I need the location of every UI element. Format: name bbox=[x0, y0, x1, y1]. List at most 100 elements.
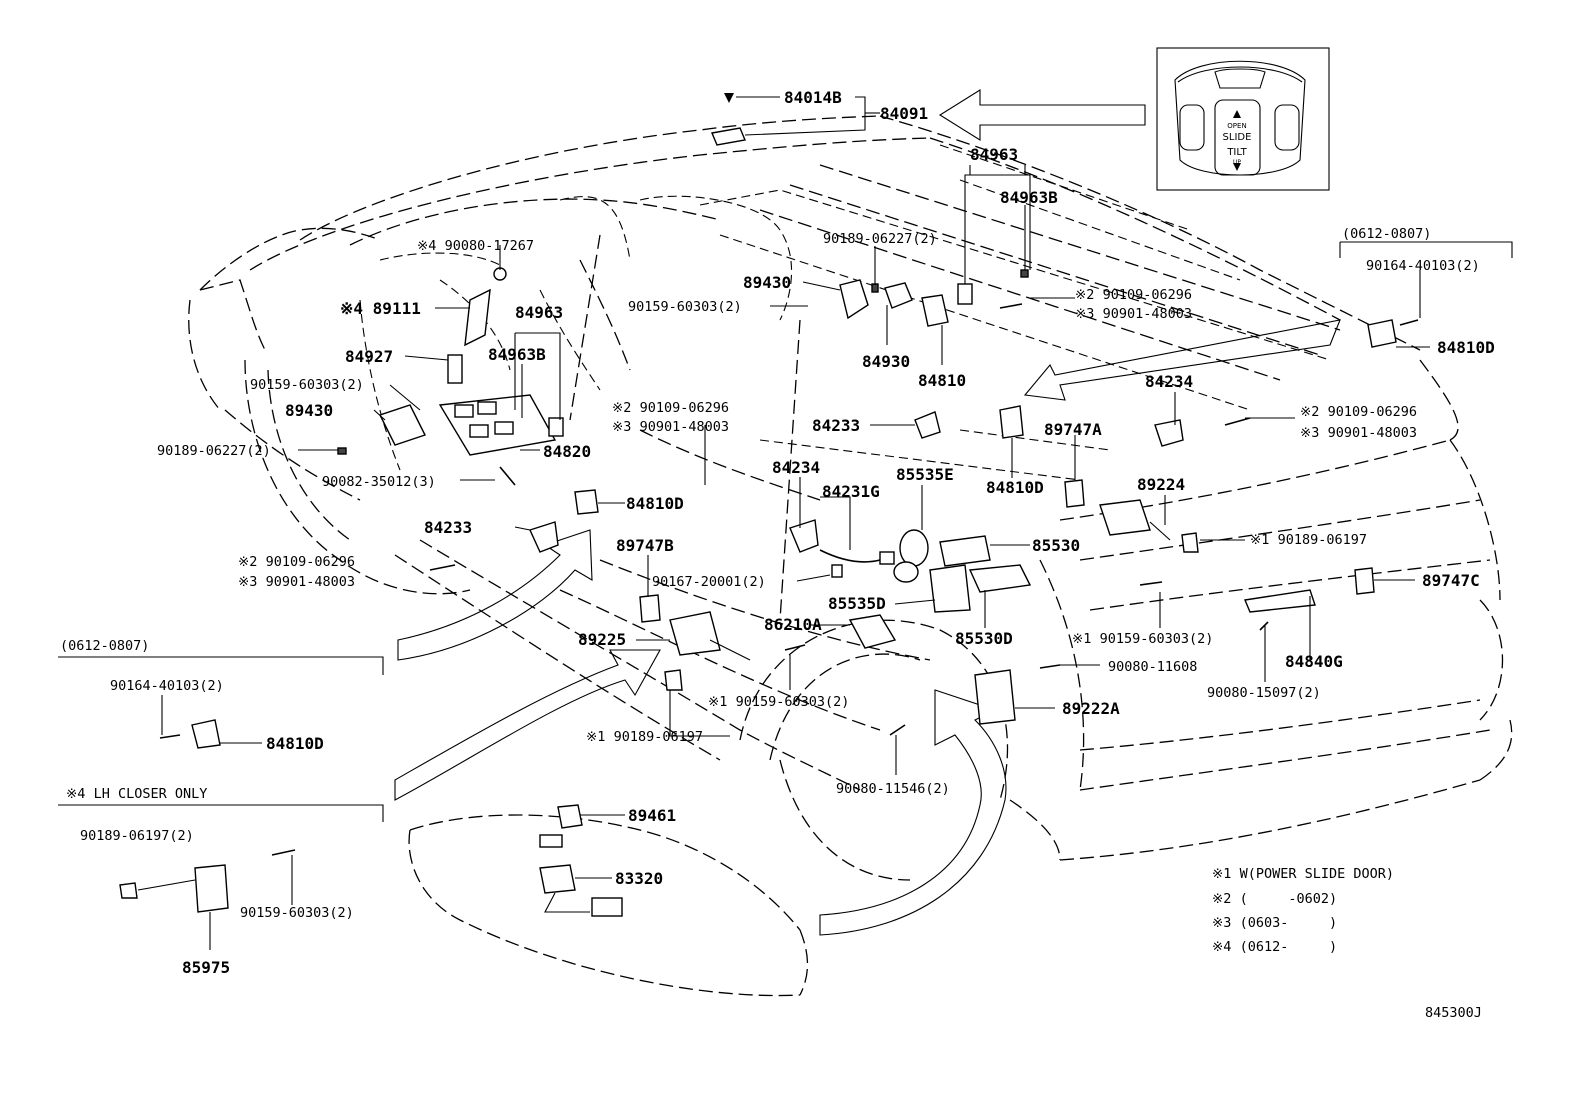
harness-84231G bbox=[819, 549, 881, 563]
switch-84810D-mid bbox=[999, 405, 1024, 439]
label-84810D-left: 84810D bbox=[626, 494, 684, 513]
label-s1-90189-06197-right: ※1 90189-06197 bbox=[1250, 532, 1367, 548]
vehicle-outline bbox=[188, 115, 1513, 997]
diagram-code: 845300J bbox=[1425, 1005, 1482, 1021]
sensor-89430-mid bbox=[839, 279, 869, 320]
switch-84963-part bbox=[957, 283, 973, 305]
label-84963B-left: 84963B bbox=[488, 345, 546, 364]
label-84963B-top: 84963B bbox=[1000, 188, 1058, 207]
connector-89747A bbox=[1064, 479, 1085, 508]
label-s3-90901-left: ※3 90901-48003 bbox=[612, 419, 729, 435]
bolt-90164-left bbox=[159, 734, 181, 739]
inset-open-label: OPEN bbox=[1227, 122, 1246, 130]
label-84810D-right: 84810D bbox=[1437, 338, 1495, 357]
label-s2-90109-top: ※2 90109-06296 bbox=[1075, 287, 1192, 303]
label-s3-90901-lower: ※3 90901-48003 bbox=[238, 574, 355, 590]
label-s2-90109-lower: ※2 90109-06296 bbox=[238, 554, 355, 570]
sensor-83320 bbox=[539, 864, 576, 894]
label-89747C: 89747C bbox=[1422, 571, 1480, 590]
label-90189-06227-top: 90189-06227(2) bbox=[823, 231, 937, 247]
switch-84963-left-part bbox=[548, 417, 564, 437]
label-date-range-left: (0612-0807) bbox=[60, 638, 149, 654]
label-84963-top: 84963 bbox=[970, 145, 1018, 164]
clip-90189-06197-right bbox=[1181, 532, 1199, 553]
screw-90080-15097 bbox=[1259, 621, 1269, 631]
label-90189-06227-left: 90189-06227(2) bbox=[157, 443, 271, 459]
bolt-90109-right bbox=[1224, 417, 1251, 426]
legend-item-3: ※3 (0603- ) bbox=[1212, 915, 1337, 931]
screw-90082-35012 bbox=[499, 466, 516, 486]
clip-90189-left bbox=[337, 447, 347, 455]
switch-84810D-right bbox=[1367, 319, 1397, 348]
inset-up-label: UP bbox=[1233, 159, 1241, 166]
switch-85530D bbox=[968, 564, 1032, 593]
label-s3-90901-right: ※3 90901-48003 bbox=[1300, 425, 1417, 441]
label-84810: 84810 bbox=[918, 371, 966, 390]
label-90167-20001: 90167-20001(2) bbox=[652, 574, 766, 590]
label-84231G: 84231G bbox=[822, 482, 880, 501]
inset-slide-label: SLIDE bbox=[1223, 132, 1252, 143]
connector-89461 bbox=[557, 804, 583, 829]
label-s1-90189-06197-mid: ※1 90189-06197 bbox=[586, 729, 703, 745]
label-90164-40103-left: 90164-40103(2) bbox=[110, 678, 224, 694]
label-84234-mid: 84234 bbox=[772, 458, 820, 477]
label-85530D: 85530D bbox=[955, 629, 1013, 648]
switch-84234-mid bbox=[789, 519, 819, 553]
legend-item-1: ※1 W(POWER SLIDE DOOR) bbox=[1212, 866, 1394, 882]
label-84234-right: 84234 bbox=[1145, 372, 1193, 391]
up-arrow-icon bbox=[1233, 110, 1241, 118]
clip-90189-06197-mid bbox=[664, 669, 683, 691]
module-85975 bbox=[194, 864, 229, 913]
clip-84963B-part bbox=[1020, 269, 1029, 278]
bolt-90159-right bbox=[1139, 581, 1163, 586]
label-83320: 83320 bbox=[615, 869, 663, 888]
roof-switch-inset: OPEN SLIDE TILT UP bbox=[1156, 47, 1330, 191]
label-90159-60303-inset: 90159-60303(2) bbox=[240, 905, 354, 921]
label-84840G: 84840G bbox=[1285, 652, 1343, 671]
switch-84234-right bbox=[1154, 419, 1184, 447]
label-90082-35012: 90082-35012(3) bbox=[322, 474, 436, 490]
bolt-90109-top bbox=[999, 303, 1023, 309]
bolt-90109-lower bbox=[429, 564, 456, 571]
switch-84927-part bbox=[447, 354, 463, 384]
bolt-90159-inset bbox=[271, 849, 296, 856]
label-84963-left: 84963 bbox=[515, 303, 563, 322]
label-date-range-right: (0612-0807) bbox=[1342, 226, 1431, 242]
label-90080-11608: 90080-11608 bbox=[1108, 659, 1197, 675]
bracket-89111-part bbox=[464, 288, 491, 347]
connector-89747B bbox=[639, 594, 661, 623]
label-84930: 84930 bbox=[862, 352, 910, 371]
label-89747A: 89747A bbox=[1044, 420, 1102, 439]
label-s2-90109-left: ※2 90109-06296 bbox=[612, 400, 729, 416]
label-s2-90109-right: ※2 90109-06296 bbox=[1300, 404, 1417, 420]
legend-item-4: ※4 (0612- ) bbox=[1212, 939, 1337, 955]
label-90080-11546: 90080-11546(2) bbox=[836, 781, 950, 797]
label-85535D: 85535D bbox=[828, 594, 886, 613]
label-84014B: 84014B bbox=[784, 88, 842, 107]
switch-84810D-inset bbox=[191, 719, 221, 749]
label-89224: 89224 bbox=[1137, 475, 1185, 494]
label-s1-90159-60303-mid: ※1 90159-60303(2) bbox=[708, 694, 849, 710]
label-85975: 85975 bbox=[182, 958, 230, 977]
label-s4-90080-17267: ※4 90080-17267 bbox=[417, 238, 534, 254]
label-84233-left: 84233 bbox=[424, 518, 472, 537]
label-90159-60303-left: 90159-60303(2) bbox=[250, 377, 364, 393]
label-84810D-inset: 84810D bbox=[266, 734, 324, 753]
switch-84810-part bbox=[921, 294, 949, 327]
label-84820: 84820 bbox=[543, 442, 591, 461]
label-85535E: 85535E bbox=[896, 465, 954, 484]
label-85530: 85530 bbox=[1032, 536, 1080, 555]
bracket-85535D bbox=[929, 564, 971, 613]
label-90189-06197-inset: 90189-06197(2) bbox=[80, 828, 194, 844]
down-arrow-icon bbox=[1233, 163, 1241, 171]
label-89430-left: 89430 bbox=[285, 401, 333, 420]
switch-85530 bbox=[939, 535, 991, 567]
module-86210A bbox=[848, 614, 897, 649]
label-84091: 84091 bbox=[880, 104, 928, 123]
leader-lines bbox=[58, 96, 1513, 950]
legend: ※1 W(POWER SLIDE DOOR) ※2 ( -0602) ※3 (0… bbox=[1212, 866, 1394, 955]
label-89461: 89461 bbox=[628, 806, 676, 825]
bolt-90080-11546 bbox=[889, 724, 906, 736]
connector-89747C bbox=[1354, 567, 1375, 595]
label-89222A: 89222A bbox=[1062, 699, 1120, 718]
